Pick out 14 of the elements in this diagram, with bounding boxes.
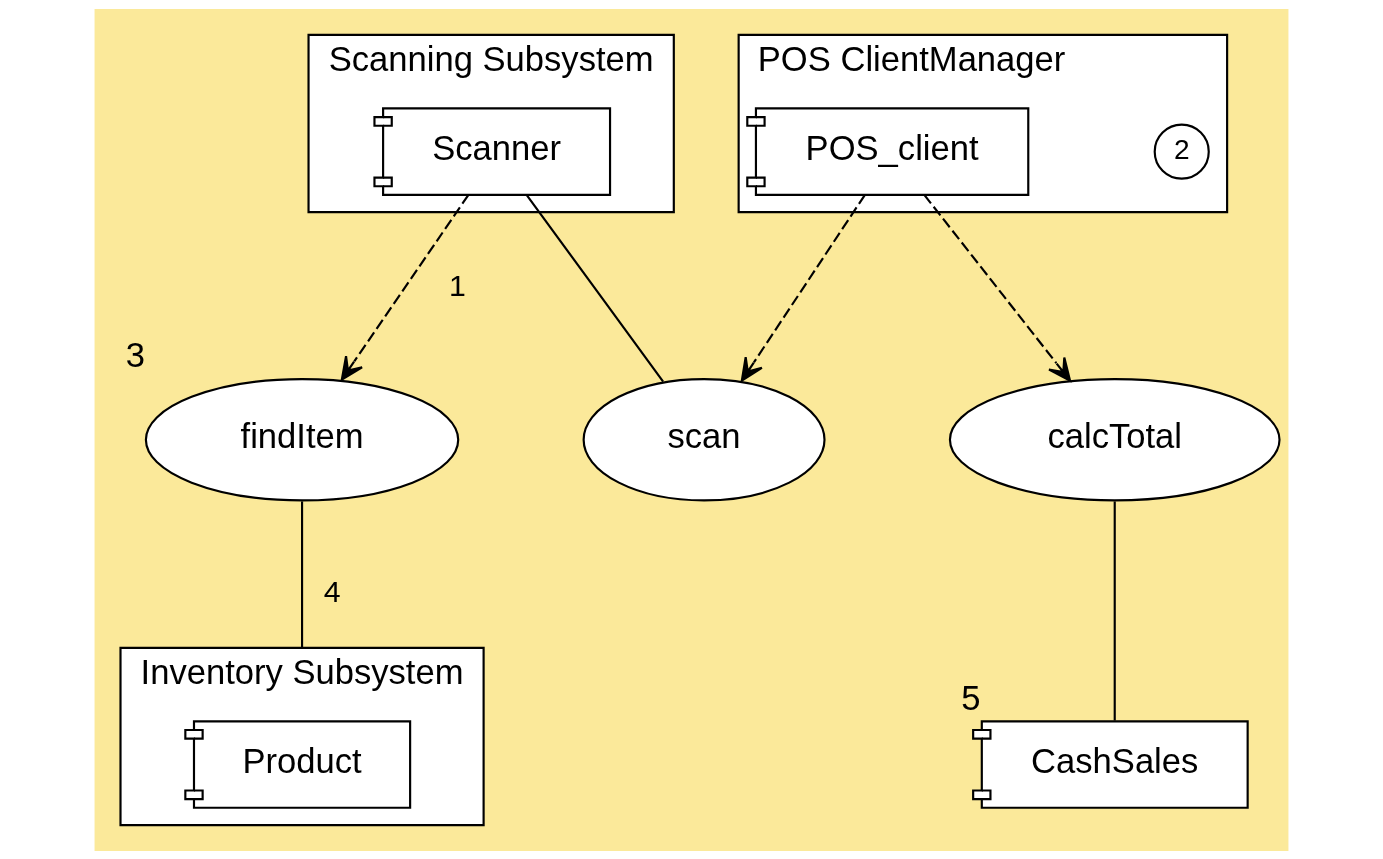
edge-label: 1 [449,268,466,302]
arrow [340,193,470,381]
node-label: 5 [961,678,981,717]
arrow [923,193,1072,382]
node-label: 3 [125,335,145,374]
node-label: 2 [1173,133,1190,165]
node-ellipse: findItem [144,377,460,501]
node-ellipse: calcTotal [948,377,1281,501]
node-ellipse: scan [582,377,826,501]
connector [525,193,664,382]
arrow [740,193,866,382]
connector [301,500,304,648]
connector [1113,500,1116,720]
edge-label: 4 [323,574,341,608]
